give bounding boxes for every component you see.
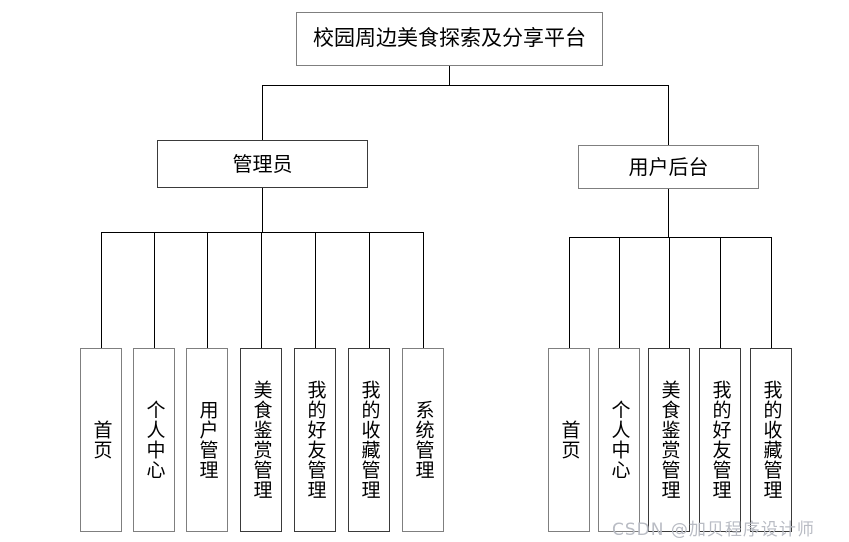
connector-admin-drop-5 xyxy=(315,232,316,349)
leaf-admin-user-management[interactable]: 用户管理 xyxy=(186,348,228,532)
node-admin-label: 管理员 xyxy=(232,151,293,176)
connector-admin-drop-6 xyxy=(369,232,370,349)
leaf-admin-user-management-label: 用户管理 xyxy=(196,400,219,480)
leaf-admin-food-review-management[interactable]: 美食鉴赏管理 xyxy=(240,348,282,532)
node-user[interactable]: 用户后台 xyxy=(578,145,759,189)
leaf-admin-personal-center-label: 个人中心 xyxy=(143,400,166,480)
leaf-user-home[interactable]: 首页 xyxy=(548,348,590,532)
connector-admin-drop-7 xyxy=(423,232,424,349)
connector-admin-bus xyxy=(101,232,423,233)
leaf-user-friends-management-label: 我的好友管理 xyxy=(709,380,732,500)
node-root-label: 校园周边美食探索及分享平台 xyxy=(313,26,586,51)
connector-root-stem xyxy=(449,66,450,86)
connector-user-drop-2 xyxy=(619,237,620,349)
leaf-admin-friends-management-label: 我的好友管理 xyxy=(304,380,327,500)
leaf-user-favorites-management-label: 我的收藏管理 xyxy=(760,380,783,500)
leaf-user-personal-center-label: 个人中心 xyxy=(608,400,631,480)
connector-admin-drop-4 xyxy=(261,232,262,349)
node-user-label: 用户后台 xyxy=(628,154,709,179)
connector-admin-drop-2 xyxy=(154,232,155,349)
connector-user-stem xyxy=(668,189,669,237)
leaf-admin-food-review-management-label: 美食鉴赏管理 xyxy=(250,380,273,500)
leaf-user-personal-center[interactable]: 个人中心 xyxy=(598,348,640,532)
connector-admin-drop-3 xyxy=(207,232,208,349)
leaf-admin-friends-management[interactable]: 我的好友管理 xyxy=(294,348,336,532)
connector-root-bus xyxy=(262,85,668,86)
leaf-admin-system-management-label: 系统管理 xyxy=(412,400,435,480)
connector-user-drop-3 xyxy=(669,237,670,349)
leaf-admin-personal-center[interactable]: 个人中心 xyxy=(133,348,175,532)
connector-root-to-admin xyxy=(262,85,263,141)
leaf-admin-favorites-management[interactable]: 我的收藏管理 xyxy=(348,348,390,532)
connector-user-bus xyxy=(569,237,771,238)
connector-user-drop-1 xyxy=(569,237,570,349)
connector-root-to-user xyxy=(668,85,669,146)
connector-admin-stem xyxy=(262,188,263,232)
leaf-admin-home-label: 首页 xyxy=(90,420,113,460)
leaf-user-food-review-management-label: 美食鉴赏管理 xyxy=(658,380,681,500)
leaf-user-food-review-management[interactable]: 美食鉴赏管理 xyxy=(648,348,690,532)
leaf-user-favorites-management[interactable]: 我的收藏管理 xyxy=(750,348,792,532)
leaf-admin-favorites-management-label: 我的收藏管理 xyxy=(358,380,381,500)
node-root[interactable]: 校园周边美食探索及分享平台 xyxy=(296,12,603,66)
connector-admin-drop-1 xyxy=(101,232,102,349)
leaf-admin-home[interactable]: 首页 xyxy=(80,348,122,532)
node-admin[interactable]: 管理员 xyxy=(157,140,368,188)
leaf-user-friends-management[interactable]: 我的好友管理 xyxy=(699,348,741,532)
leaf-user-home-label: 首页 xyxy=(558,420,581,460)
connector-user-drop-5 xyxy=(771,237,772,349)
csdn-watermark: CSDN @加贝程序设计师 xyxy=(612,520,815,540)
connector-user-drop-4 xyxy=(720,237,721,349)
leaf-admin-system-management[interactable]: 系统管理 xyxy=(402,348,444,532)
